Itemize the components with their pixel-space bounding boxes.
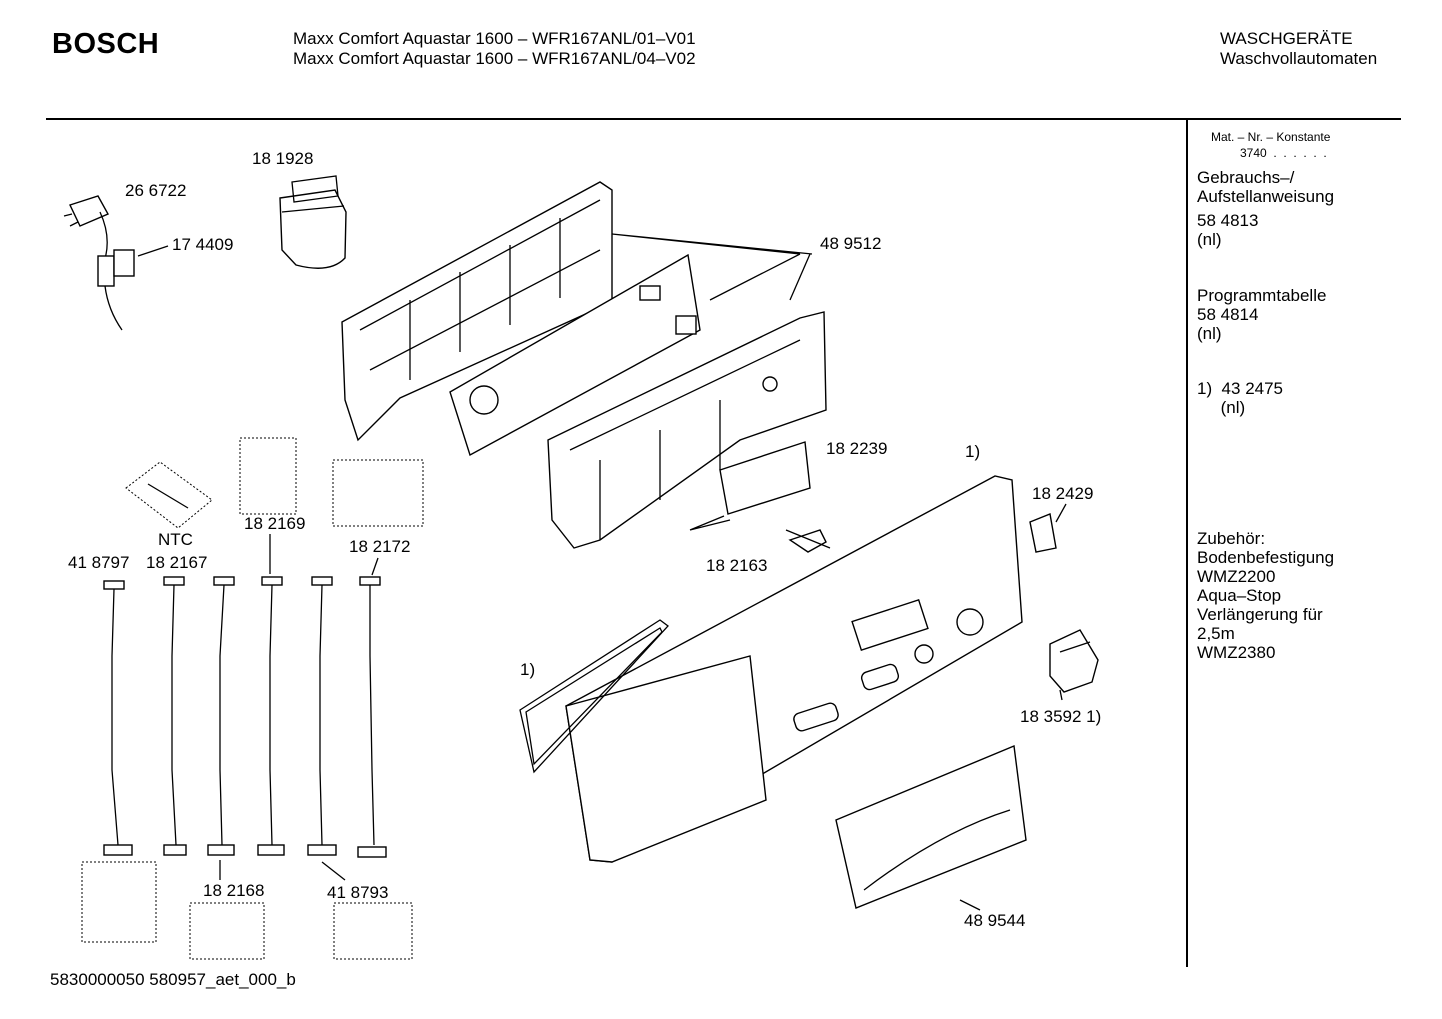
harness-4	[257, 576, 285, 856]
category-line-1: WASCHGERÄTE	[1220, 29, 1353, 48]
leader-lines	[219, 233, 1063, 911]
ref-box-harness-left	[81, 861, 157, 943]
footnote-marker: 1)	[965, 442, 981, 461]
suppressor-capacitor-icon	[279, 175, 347, 269]
part-label: 18 2163	[706, 556, 768, 575]
part-label: 18 2429	[1032, 484, 1094, 503]
light-guide-icon	[785, 529, 831, 553]
brand-logo: BOSCH	[52, 28, 160, 60]
header-divider	[46, 118, 1401, 120]
ref-box-182172	[332, 459, 424, 527]
part-label: 18 1928	[252, 149, 314, 168]
cable-harness-set-icon	[103, 576, 387, 858]
model-line-2: Maxx Comfort Aquastar 1600 – WFR167ANL/0…	[293, 49, 696, 68]
control-housing-icon	[341, 181, 613, 442]
part-label: 18 2168	[203, 881, 265, 900]
front-panel-icon	[565, 475, 1023, 863]
harness-3	[207, 576, 235, 856]
drawer-handle-icon	[835, 745, 1027, 909]
program-table: Programmtabelle 58 4814 (nl)	[1197, 286, 1327, 343]
ref-box-182169	[239, 437, 297, 515]
sidebar-divider	[1186, 119, 1188, 967]
ntc-sensor-icon	[125, 461, 213, 529]
part-label: 18 2239	[826, 439, 888, 458]
harness-5	[307, 576, 337, 856]
part-label: 18 2172	[349, 537, 411, 556]
drawing-code: 5830000050 580957_aet_000_b	[50, 970, 296, 989]
manual-title: Gebrauchs–/ Aufstellanweisung	[1197, 168, 1335, 206]
manual-number: 58 4813 (nl)	[1197, 211, 1259, 249]
mat-nr-label: Mat. – Nr. – Konstante	[1211, 130, 1331, 144]
harness-1	[103, 580, 133, 856]
clip-icon	[1029, 503, 1067, 553]
ref-box-182168	[189, 902, 265, 960]
ref-box-418793	[333, 902, 413, 960]
part-label: 26 6722	[125, 181, 187, 200]
model-line-1: Maxx Comfort Aquastar 1600 – WFR167ANL/0…	[293, 29, 696, 48]
footnote-marker: 1)	[520, 660, 536, 679]
part-label: NTC	[158, 530, 193, 549]
part-label: 18 2167	[146, 553, 208, 572]
part-label: 41 8797	[68, 553, 130, 572]
harness-6	[357, 576, 387, 858]
program-knob-icon	[1049, 629, 1099, 693]
part-label: 48 9512	[820, 234, 882, 253]
display-panel-icon	[689, 441, 811, 531]
control-frame-icon	[547, 311, 827, 549]
accessories: Zubehör: Bodenbefestigung WMZ2200 Aqua–S…	[1197, 529, 1335, 662]
circuit-board-icon	[449, 253, 701, 457]
part-label: 18 2169	[244, 514, 306, 533]
part-label: 17 4409	[172, 235, 234, 254]
part-label: 18 3592 1)	[1020, 707, 1102, 726]
power-plug-icon	[63, 195, 169, 331]
harness-2	[163, 576, 187, 856]
category-line-2: Waschvollautomaten	[1220, 49, 1378, 68]
part-label: 41 8793	[327, 883, 389, 902]
seal-ring-icon	[519, 619, 669, 774]
part-label: 48 9544	[964, 911, 1026, 930]
footnote-1: 1) 43 2475 (nl)	[1197, 379, 1284, 417]
mat-nr-value: 3740 . . . . . .	[1240, 146, 1327, 160]
